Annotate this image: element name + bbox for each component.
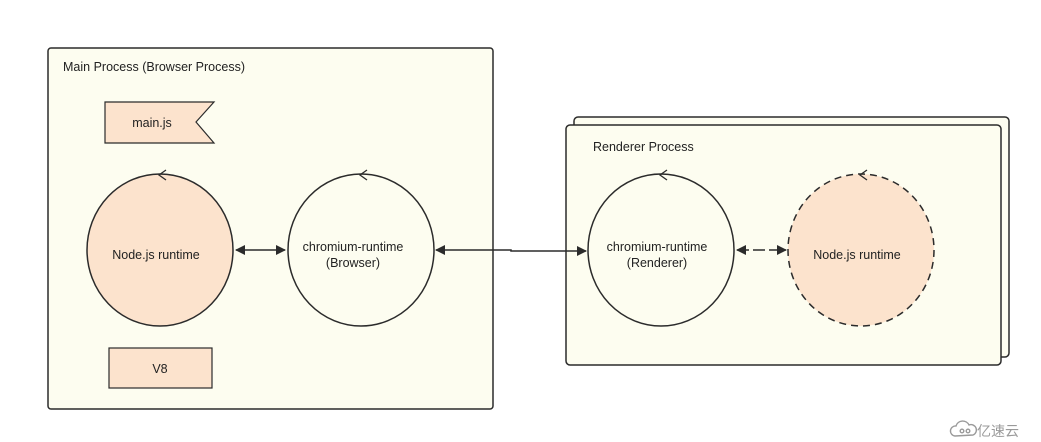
main-js-label: main.js	[132, 116, 172, 130]
v8-engine-box: V8	[108, 347, 213, 389]
chromium-browser-runtime-node: chromium-runtime (Browser)	[287, 169, 435, 327]
connectors	[235, 245, 787, 256]
cycle-arrow-icon	[157, 169, 167, 181]
cycle-arrow-icon	[658, 169, 668, 181]
chromium-renderer-line2: (Renderer)	[627, 256, 687, 270]
chromium-browser-line1: chromium-runtime	[303, 240, 404, 254]
watermark: 亿速云	[949, 420, 1019, 440]
cycle-arrow-icon	[858, 169, 868, 181]
chromium-renderer-line1: chromium-runtime	[607, 240, 708, 254]
chromium-browser-line2: (Browser)	[326, 256, 380, 270]
main-process-title: Main Process (Browser Process)	[63, 60, 245, 74]
main-nodejs-label: Node.js runtime	[112, 248, 200, 262]
renderer-nodejs-label: Node.js runtime	[813, 248, 901, 262]
main-nodejs-runtime-node: Node.js runtime	[86, 169, 234, 327]
v8-label: V8	[152, 362, 167, 376]
cloud-logo-icon	[949, 420, 978, 437]
cycle-arrow-icon	[358, 169, 368, 181]
chromium-renderer-runtime-node: chromium-runtime (Renderer)	[587, 169, 735, 327]
renderer-nodejs-runtime-node: Node.js runtime	[787, 169, 935, 327]
browser-renderer-ipc-arrow	[435, 245, 587, 256]
renderer-process-title: Renderer Process	[593, 140, 694, 154]
watermark-text: 亿速云	[977, 424, 1019, 440]
main-js-file: main.js	[104, 101, 216, 144]
